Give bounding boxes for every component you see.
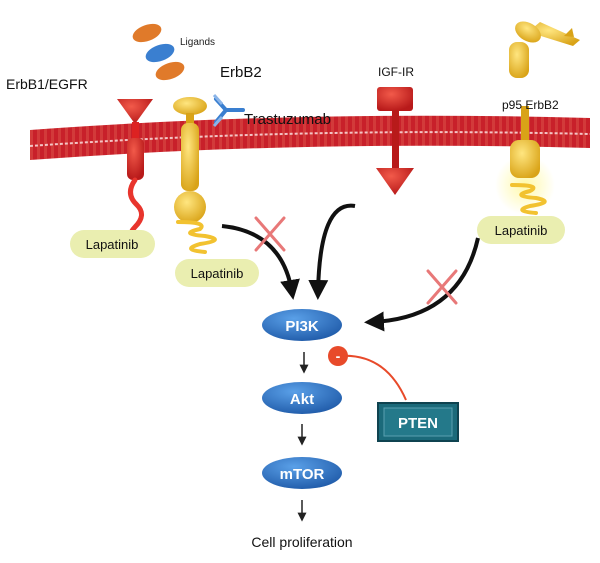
p95-erbb2-receptor bbox=[495, 106, 555, 215]
cell-membrane bbox=[29, 115, 591, 160]
inhibit-sign: - bbox=[336, 348, 341, 364]
mtor-node: mTOR bbox=[262, 457, 342, 489]
pten-label: PTEN bbox=[398, 415, 438, 432]
arrow-igf1r-to-pi3k bbox=[308, 203, 356, 300]
arrow-erbb2-to-pi3k bbox=[221, 224, 300, 300]
arrow-p95-to-pi3k bbox=[364, 237, 480, 332]
erbb1-receptor bbox=[117, 99, 153, 250]
lapatinib-label-1: Lapatinib bbox=[86, 237, 139, 252]
erbb2-label: ErbB2 bbox=[220, 64, 262, 81]
ligand-orange-2 bbox=[155, 61, 185, 81]
igf1r-label: IGF-IR bbox=[378, 65, 414, 79]
erbb1-label: ErbB1/EGFR bbox=[6, 76, 88, 92]
lapatinib-badge-1: Lapatinib bbox=[70, 230, 155, 258]
erbb2-receptor bbox=[173, 97, 217, 254]
akt-node: Akt bbox=[262, 382, 342, 414]
trastuzumab-antibody bbox=[212, 94, 245, 127]
ligands-label: Ligands bbox=[180, 37, 215, 48]
pten-box: PTEN bbox=[377, 402, 459, 442]
ligand-orange-1 bbox=[132, 23, 162, 43]
ligands bbox=[132, 23, 185, 81]
trastuzumab-label: Trastuzumab bbox=[244, 111, 331, 128]
cell-proliferation-label: Cell proliferation bbox=[251, 534, 352, 550]
mtor-label: mTOR bbox=[280, 466, 325, 483]
igf1r-receptor bbox=[376, 87, 414, 195]
ligand-blue bbox=[145, 43, 175, 63]
pi3k-label: PI3K bbox=[285, 318, 319, 335]
lapatinib-badge-3: Lapatinib bbox=[477, 216, 565, 244]
p95-ectodomain bbox=[509, 21, 580, 78]
pten-inhibition: - bbox=[328, 346, 407, 401]
block-mark-p95 bbox=[426, 269, 458, 305]
p95-label: p95 ErbB2 bbox=[502, 98, 559, 112]
lapatinib-badge-2: Lapatinib bbox=[175, 259, 259, 287]
lapatinib-label-2: Lapatinib bbox=[191, 266, 244, 281]
block-mark-erbb2 bbox=[254, 216, 286, 252]
pi3k-node: PI3K bbox=[262, 309, 342, 341]
akt-label: Akt bbox=[290, 391, 314, 408]
lapatinib-label-3: Lapatinib bbox=[495, 223, 548, 238]
